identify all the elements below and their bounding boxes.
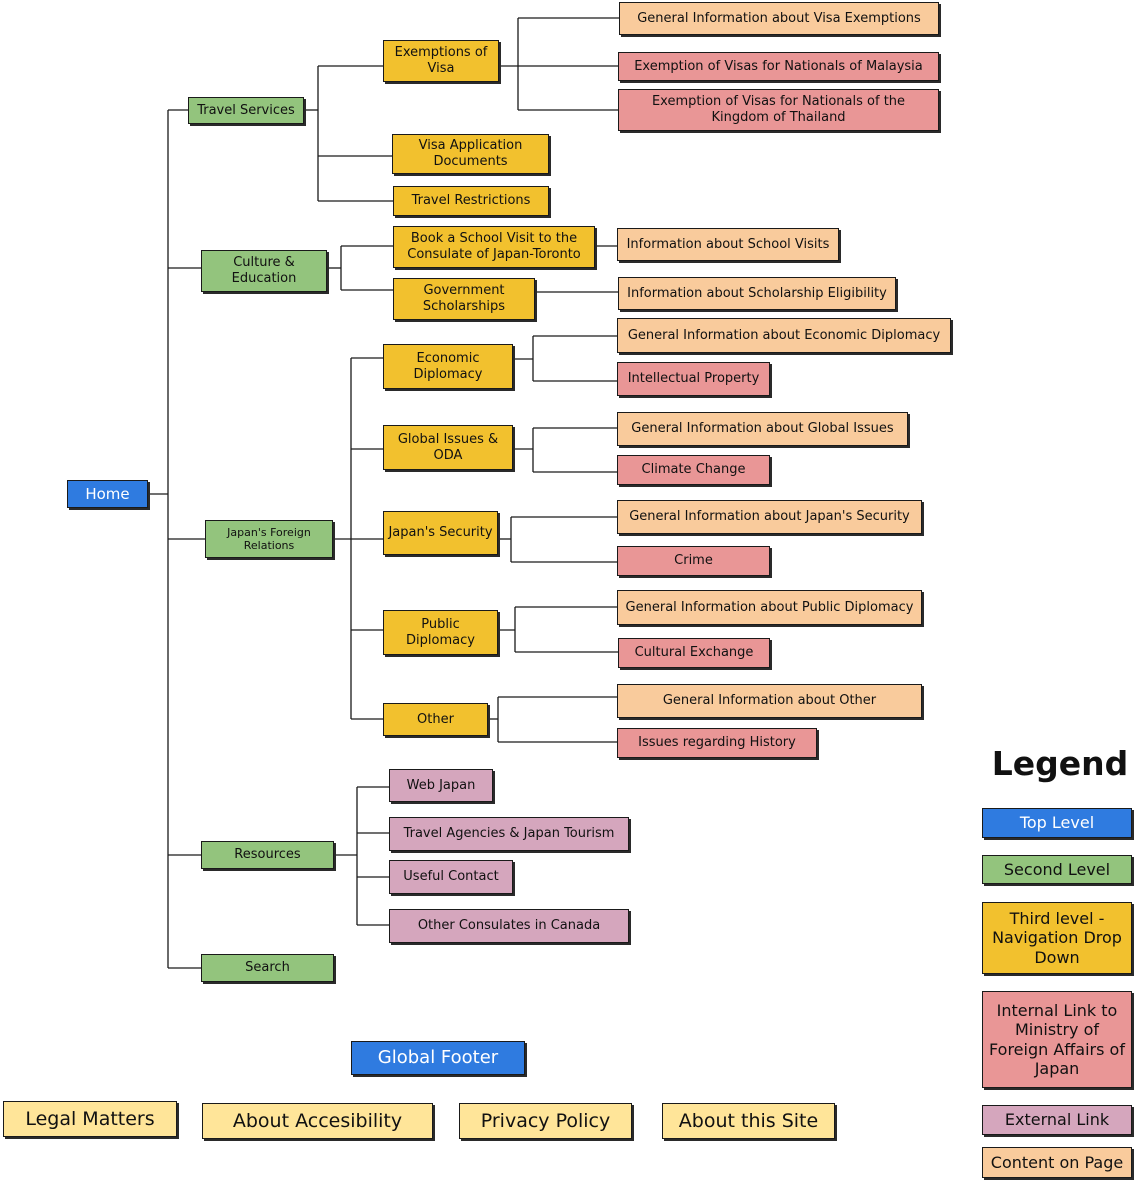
- node-general-info-economic-diplomacy: General Information about Economic Diplo…: [617, 318, 951, 353]
- footer-title: Global Footer: [351, 1041, 525, 1075]
- node-resources: Resources: [201, 841, 334, 869]
- node-travel-services: Travel Services: [188, 97, 304, 124]
- legend-third-level: Third level - Navigation Drop Down: [982, 902, 1132, 974]
- node-other-consulates: Other Consulates in Canada: [389, 909, 629, 943]
- node-issues-history: Issues regarding History: [617, 728, 817, 758]
- node-travel-restrictions: Travel Restrictions: [393, 186, 549, 216]
- node-general-info-visa-exemptions: General Information about Visa Exemption…: [619, 2, 939, 35]
- node-global-issues-oda: Global Issues & ODA: [383, 425, 513, 470]
- footer-item-about-accessibility: About Accesibility: [202, 1103, 433, 1139]
- node-exemption-thailand: Exemption of Visas for Nationals of the …: [618, 89, 939, 131]
- node-japans-foreign-relations: Japan's Foreign Relations: [205, 520, 333, 558]
- footer-item-legal-matters: Legal Matters: [3, 1101, 177, 1137]
- footer-item-privacy-policy: Privacy Policy: [459, 1103, 632, 1139]
- node-culture-education: Culture & Education: [201, 250, 327, 292]
- legend-second-level: Second Level: [982, 855, 1132, 884]
- node-japans-security: Japan's Security: [383, 511, 498, 555]
- node-travel-agencies: Travel Agencies & Japan Tourism: [389, 817, 629, 851]
- node-info-school-visits: Information about School Visits: [617, 228, 839, 261]
- node-visa-application-documents: Visa Application Documents: [392, 134, 549, 174]
- legend-internal-link: Internal Link to Ministry of Foreign Aff…: [982, 991, 1132, 1088]
- legend-external-link: External Link: [982, 1105, 1132, 1135]
- node-book-school-visit: Book a School Visit to the Consulate of …: [393, 226, 595, 268]
- node-general-info-japans-security: General Information about Japan's Securi…: [617, 500, 922, 534]
- node-general-info-other: General Information about Other: [617, 684, 922, 718]
- node-general-info-global-issues: General Information about Global Issues: [617, 412, 908, 446]
- node-info-scholarship-eligibility: Information about Scholarship Eligibilit…: [618, 277, 896, 310]
- footer-item-about-this-site: About this Site: [662, 1103, 835, 1139]
- node-cultural-exchange: Cultural Exchange: [618, 638, 770, 668]
- node-exemptions-of-visa: Exemptions of Visa: [383, 40, 499, 82]
- node-crime: Crime: [617, 546, 770, 576]
- node-climate-change: Climate Change: [617, 455, 770, 485]
- node-useful-contact: Useful Contact: [389, 860, 513, 894]
- legend-title: Legend: [991, 744, 1129, 783]
- node-intellectual-property: Intellectual Property: [617, 362, 770, 396]
- legend-content-on-page: Content on Page: [982, 1147, 1132, 1178]
- node-public-diplomacy: Public Diplomacy: [383, 610, 498, 655]
- node-exemption-malaysia: Exemption of Visas for Nationals of Mala…: [618, 52, 939, 81]
- node-general-info-public-diplomacy: General Information about Public Diploma…: [617, 590, 922, 625]
- node-web-japan: Web Japan: [389, 769, 493, 802]
- legend-top-level: Top Level: [982, 808, 1132, 838]
- node-economic-diplomacy: Economic Diplomacy: [383, 344, 513, 389]
- node-government-scholarships: Government Scholarships: [393, 278, 535, 320]
- node-home: Home: [67, 480, 148, 508]
- node-other: Other: [383, 703, 488, 736]
- node-search: Search: [201, 954, 334, 982]
